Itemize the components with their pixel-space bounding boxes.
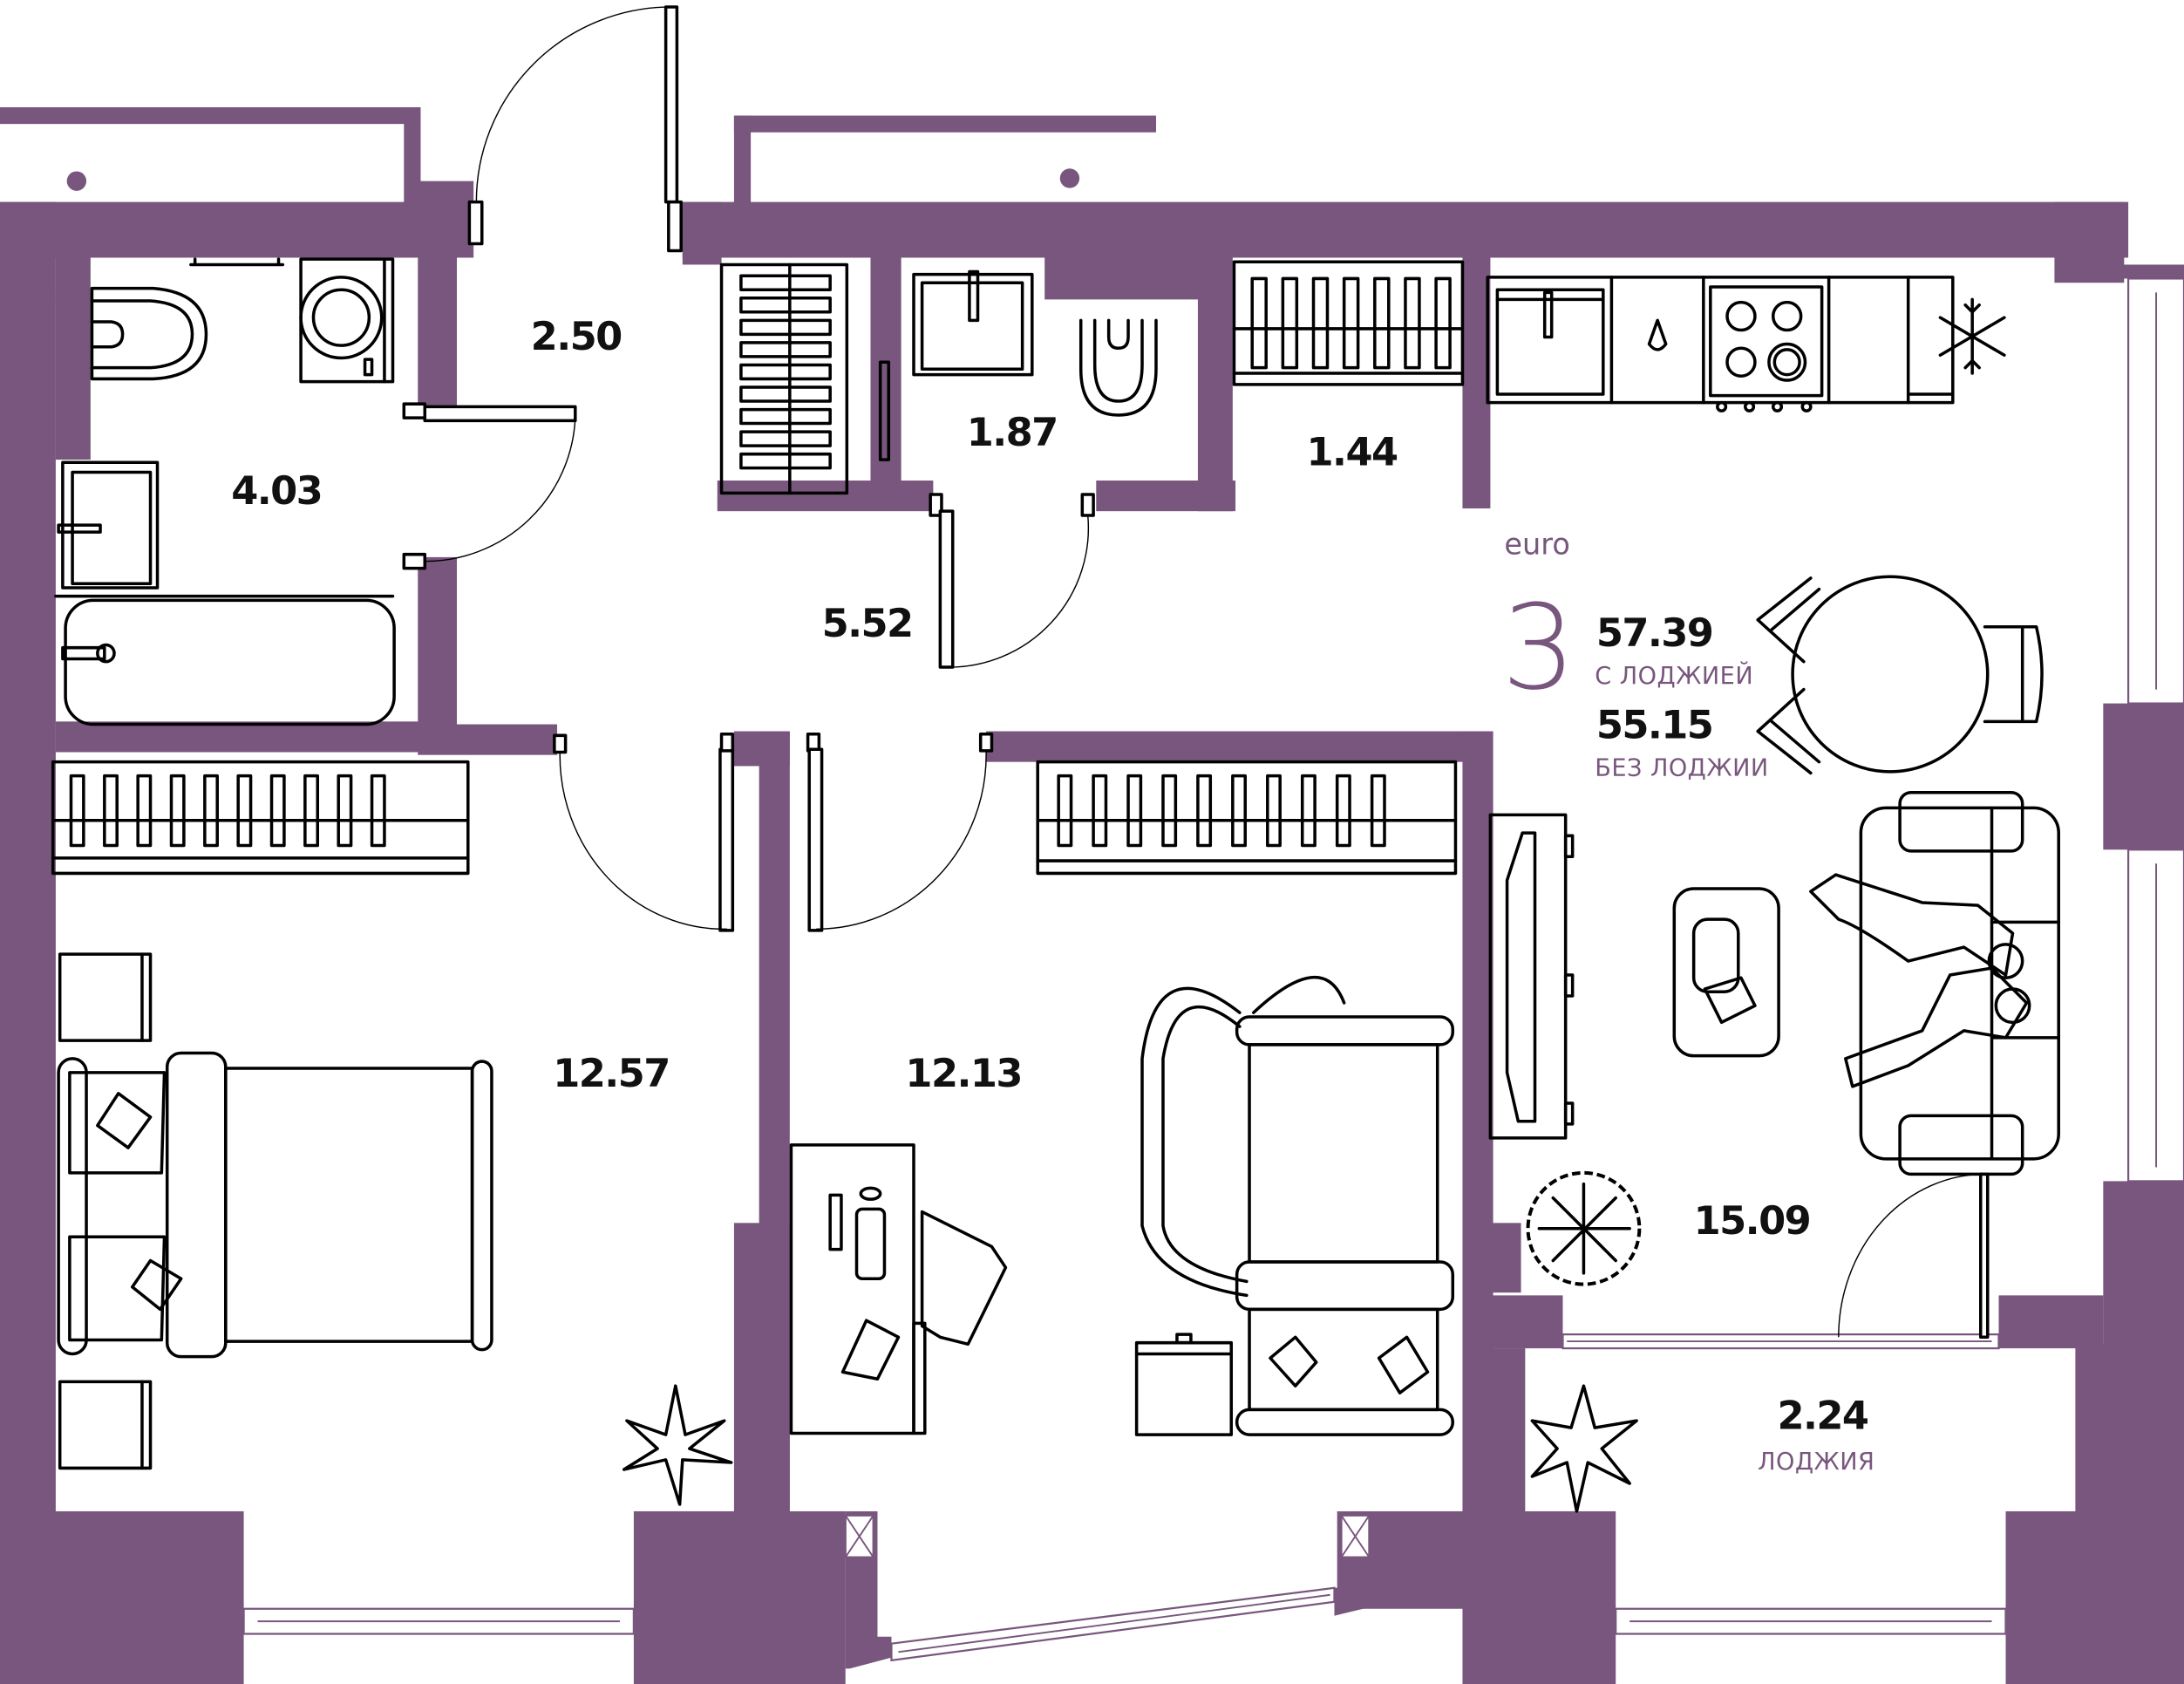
nightstand-icon <box>58 952 153 1470</box>
people-on-sofa-icon <box>1809 873 2031 1088</box>
balcony-dot-right <box>1059 168 1080 188</box>
total-area-without-loggia: 55.15 <box>1596 702 1712 748</box>
freezer-snowflake-icon <box>1938 297 2006 375</box>
water-drop-icon <box>1647 318 1668 351</box>
bedroom-1-wardrobe-icon <box>51 760 470 876</box>
loggia-door[interactable] <box>1838 1172 1990 1340</box>
room-area-bathroom: 4.03 <box>231 467 322 514</box>
total-area-with-loggia: 57.39 <box>1596 610 1712 656</box>
room-area-entrance-hall: 2.50 <box>531 313 622 359</box>
loggia-label: ЛОДЖИЯ <box>1758 1449 1874 1476</box>
bedroom-2-door[interactable] <box>806 732 994 932</box>
room-area-kitchen-living: 15.09 <box>1694 1197 1810 1244</box>
entrance-door[interactable] <box>467 5 683 253</box>
sofa-icon[interactable] <box>1859 791 2060 1176</box>
office-chair-icon[interactable] <box>920 1210 1008 1347</box>
room-area-wardrobe: 1.44 <box>1307 428 1398 474</box>
bedroom-1-door[interactable] <box>553 732 735 932</box>
towel-rail-icon <box>189 257 285 267</box>
wardrobe-icon <box>719 262 849 495</box>
walls <box>0 106 2184 1684</box>
bathtub-icon <box>54 594 396 726</box>
sink-icon <box>1495 288 1605 396</box>
rooms-count: 3 <box>1501 579 1575 716</box>
toilet-bowl-icon <box>1078 318 1158 417</box>
toilet-door[interactable] <box>929 493 1095 669</box>
apartment-class-label: euro <box>1504 528 1569 562</box>
wardrobe-small-icon <box>1232 260 1465 386</box>
tv-stand-icon[interactable] <box>1488 813 1575 1140</box>
single-bed-icon[interactable] <box>1235 1015 1455 1436</box>
toilet-washbasin-icon <box>912 269 1034 377</box>
room-area-loggia: 2.24 <box>1778 1393 1868 1439</box>
balcony-dot-left <box>66 171 87 191</box>
washbasin-icon <box>57 460 160 590</box>
windows <box>242 277 2184 1662</box>
room-area-toilet: 1.87 <box>967 409 1058 455</box>
room-area-bedroom-1: 12.57 <box>553 1050 669 1096</box>
toilet-towel-rail-icon <box>878 360 891 461</box>
bedroom-2-wardrobe-icon <box>1036 760 1458 876</box>
double-bed-icon[interactable] <box>57 1051 493 1359</box>
plant-icon <box>1530 1384 1638 1513</box>
room-area-corridor: 5.52 <box>822 600 913 646</box>
plant-icon <box>622 1384 733 1506</box>
nightstand-small-icon <box>1134 1333 1234 1436</box>
with-loggia-label: С ЛОДЖИЕЙ <box>1595 662 1753 690</box>
toilet-icon <box>90 286 208 381</box>
bathroom-door[interactable] <box>402 402 577 570</box>
washing-machine-icon <box>299 257 395 384</box>
plant-icon <box>1526 1170 1642 1286</box>
desk-icon[interactable] <box>789 1143 927 1435</box>
cooktop-icon <box>1709 285 1824 412</box>
without-loggia-label: БЕЗ ЛОДЖИИ <box>1595 755 1768 782</box>
armchair-oval-rug-icon <box>1140 975 1346 1298</box>
room-area-bedroom-2: 12.13 <box>905 1050 1021 1096</box>
kitchen-counter <box>1486 276 1955 405</box>
dining-table-icon <box>1756 575 2044 775</box>
coffee-table-icon[interactable] <box>1672 887 1780 1058</box>
